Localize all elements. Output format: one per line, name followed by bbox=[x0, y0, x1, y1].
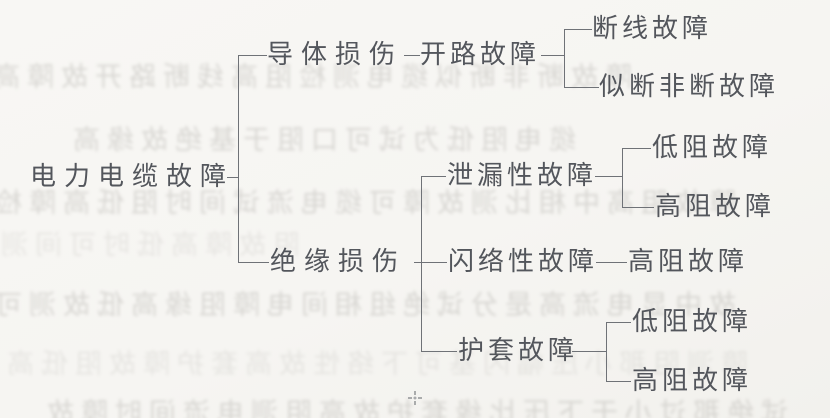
connector-to-broken-line bbox=[564, 29, 592, 30]
node-insulation-damage: 绝缘损伤 bbox=[270, 247, 407, 277]
connector-to-quasi-broken bbox=[564, 87, 599, 88]
node-leakage-low-resistance: 低阻故障 bbox=[652, 133, 773, 163]
connector-conductor-to-open bbox=[404, 55, 420, 56]
connector-to-flashover bbox=[421, 262, 447, 263]
node-leakage-fault: 泄漏性故障 bbox=[447, 161, 598, 191]
connector-to-sheath-high bbox=[606, 381, 631, 382]
bleedthrough-text: 缆电阻低为试可口阻于基绝故缘高 bbox=[66, 125, 576, 156]
bracket-sheath bbox=[606, 322, 607, 381]
bracket-trunk bbox=[238, 55, 239, 262]
connector-root-to-trunk bbox=[227, 177, 238, 178]
connector-to-insulation bbox=[238, 262, 269, 263]
connector-to-conductor bbox=[238, 55, 267, 56]
connector-to-sheath bbox=[421, 351, 457, 352]
node-root-power-cable-fault: 电力电缆故障 bbox=[30, 162, 235, 192]
node-quasi-broken-fault: 似断非断故障 bbox=[599, 72, 780, 102]
connector-to-leakage bbox=[421, 176, 446, 177]
node-sheath-fault: 护套故障 bbox=[458, 336, 579, 366]
bracket-open-circuit bbox=[564, 29, 565, 87]
bleedthrough-text: 障故阻高中相比测故障可缆电流试间时阻低高障检 bbox=[0, 188, 736, 219]
node-sheath-high-resistance: 高阻故障 bbox=[632, 366, 753, 396]
node-sheath-low-resistance: 低阻故障 bbox=[632, 307, 753, 337]
node-flashover-fault: 闪络性故障 bbox=[448, 247, 599, 277]
connector-insulation-to-bracket bbox=[414, 262, 421, 263]
node-broken-line-fault: 断线故障 bbox=[592, 14, 713, 44]
connector-to-leakage-low bbox=[622, 148, 651, 149]
connector-leakage-to-bracket bbox=[595, 176, 622, 177]
node-conductor-damage: 导体损伤 bbox=[267, 40, 404, 70]
bleedthrough-text: 阻故障高低时可间测 bbox=[0, 230, 300, 261]
bracket-leakage bbox=[622, 148, 623, 207]
connector-sheath-to-bracket bbox=[572, 351, 606, 352]
connector-to-sheath-low bbox=[606, 322, 631, 323]
connector-flashover-to-high bbox=[596, 262, 627, 263]
crosshair-mark-icon bbox=[407, 390, 423, 406]
bleedthrough-text: 故中显电流高是分试绝组相间电障阻缘高低故测可 bbox=[0, 290, 736, 321]
connector-to-leakage-high bbox=[622, 207, 654, 208]
connector-open-to-bracket bbox=[541, 55, 564, 56]
bracket-insulation bbox=[421, 176, 422, 351]
node-flashover-high-resistance: 高阻故障 bbox=[628, 247, 749, 277]
node-open-circuit-fault: 开路故障 bbox=[420, 40, 541, 70]
node-leakage-high-resistance: 高阻故障 bbox=[655, 192, 776, 222]
